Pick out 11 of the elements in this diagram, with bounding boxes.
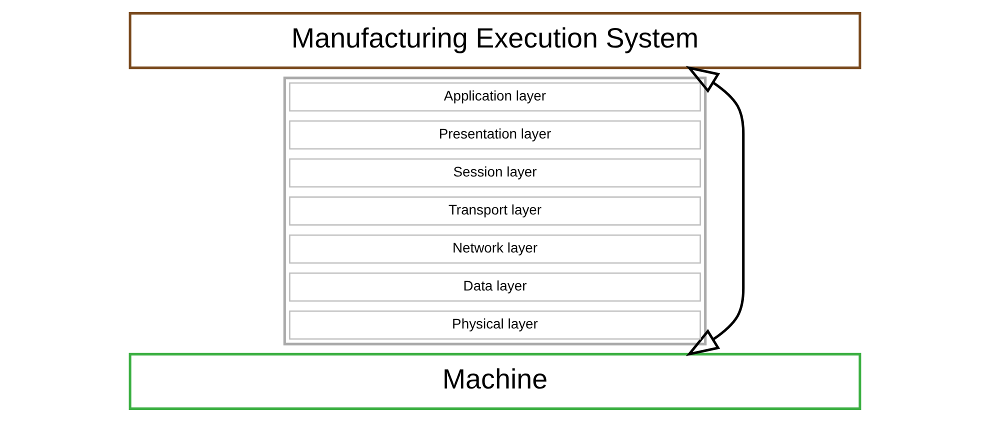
node-box: Network layer	[288, 234, 700, 264]
node-box: Transport layer	[288, 196, 700, 226]
node-box: Manufacturing Execution System	[128, 12, 861, 70]
arrow	[685, 66, 744, 356]
node-box: Presentation layer	[288, 120, 700, 150]
node-box: Data layer	[288, 272, 700, 302]
node-box: Session layer	[288, 158, 700, 188]
node-box: Application layer	[288, 82, 700, 112]
node-box: Machine	[128, 352, 861, 410]
node-box: Physical layer	[288, 310, 700, 340]
cluster	[282, 76, 706, 346]
